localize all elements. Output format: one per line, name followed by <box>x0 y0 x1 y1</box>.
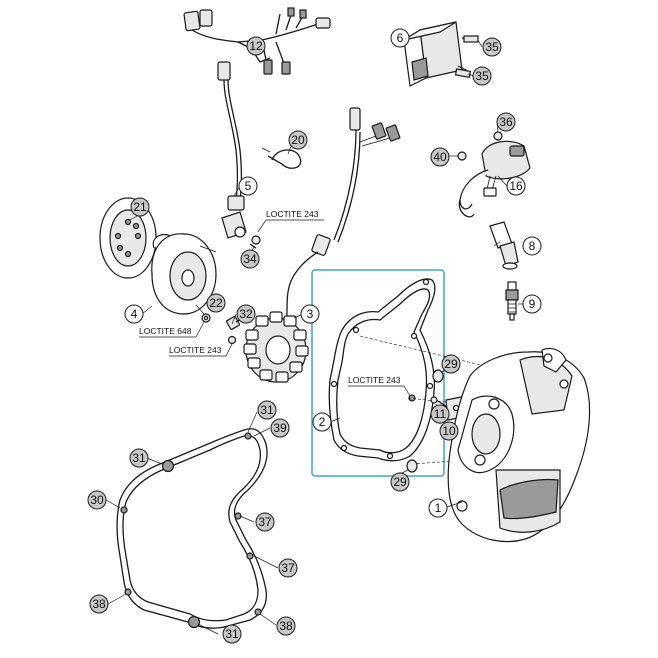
callout-31-top: 31 <box>257 400 277 420</box>
callout-21: 21 <box>130 197 150 217</box>
callout-37-upper: 37 <box>255 512 275 532</box>
callout-32: 32 <box>236 304 256 324</box>
callout-4: 4 <box>124 304 144 324</box>
flywheel-part <box>99 197 217 315</box>
svg-text:36: 36 <box>499 115 513 129</box>
callouts: 1 2 3 4 5 6 8 9 10 11 12 16 20 21 22 <box>87 28 542 644</box>
svg-text:34: 34 <box>243 252 257 266</box>
svg-text:10: 10 <box>442 424 456 438</box>
svg-text:22: 22 <box>209 296 223 310</box>
nut-22-part <box>201 313 211 323</box>
callout-6: 6 <box>390 28 410 48</box>
svg-text:30: 30 <box>90 493 104 507</box>
leader-lines <box>105 39 524 635</box>
cable-tie-part <box>261 147 302 169</box>
callout-1: 1 <box>428 498 448 518</box>
callout-35-upper: 35 <box>482 37 502 57</box>
svg-text:39: 39 <box>273 421 287 435</box>
svg-text:1: 1 <box>435 501 442 515</box>
loctite-note: LOCTITE 243 <box>169 345 222 355</box>
svg-text:11: 11 <box>434 407 447 421</box>
svg-text:12: 12 <box>249 39 263 53</box>
svg-text:40: 40 <box>433 150 447 164</box>
pickup-sensor-part <box>217 61 247 239</box>
svg-text:2: 2 <box>319 415 326 429</box>
callout-16: 16 <box>506 176 526 196</box>
svg-text:29: 29 <box>393 475 407 489</box>
svg-text:3: 3 <box>307 307 314 321</box>
ignition-cover-part <box>447 347 591 543</box>
svg-text:31: 31 <box>225 627 239 641</box>
svg-text:16: 16 <box>509 179 523 193</box>
highlight-frame <box>311 269 445 477</box>
callout-34: 34 <box>240 249 260 269</box>
spark-plug-part <box>505 281 519 321</box>
dowel-pin-part <box>406 459 418 473</box>
callout-22: 22 <box>206 293 226 313</box>
svg-text:38: 38 <box>92 597 106 611</box>
callout-38-right: 38 <box>276 616 296 636</box>
stator-harness-part <box>285 107 401 327</box>
svg-text:21: 21 <box>133 200 147 214</box>
svg-text:5: 5 <box>245 179 252 193</box>
svg-text:37: 37 <box>281 561 295 575</box>
loctite-note: LOCTITE 243 <box>348 375 401 385</box>
loctite-note: LOCTITE 243 <box>266 209 319 219</box>
inner-gasket-part <box>328 278 436 462</box>
svg-text:37: 37 <box>258 515 272 529</box>
callout-30: 30 <box>87 490 107 510</box>
callout-38-left: 38 <box>89 594 109 614</box>
svg-text:35: 35 <box>485 40 499 54</box>
callout-8: 8 <box>522 236 542 256</box>
callout-5: 5 <box>238 176 258 196</box>
svg-text:31: 31 <box>132 451 146 465</box>
callout-11: 11 <box>430 404 450 424</box>
svg-text:38: 38 <box>279 619 293 633</box>
callout-2: 2 <box>312 412 332 432</box>
callout-40: 40 <box>430 147 450 167</box>
bolt-34-part <box>249 235 261 249</box>
stator-part <box>243 311 309 383</box>
callout-37-lower: 37 <box>278 558 298 578</box>
svg-text:6: 6 <box>397 31 404 45</box>
dowel-pin-part <box>432 369 444 383</box>
callout-20: 20 <box>288 130 308 150</box>
callout-9: 9 <box>522 294 542 314</box>
svg-text:20: 20 <box>291 133 305 147</box>
svg-text:29: 29 <box>444 357 458 371</box>
callout-3: 3 <box>300 304 320 324</box>
svg-text:9: 9 <box>529 297 536 311</box>
ignition-coil-part <box>457 131 531 218</box>
callout-39: 39 <box>270 418 290 438</box>
callout-31-bottom: 31 <box>222 624 242 644</box>
bolt-32-part <box>225 313 251 345</box>
svg-text:8: 8 <box>529 239 536 253</box>
callout-35-lower: 35 <box>472 66 492 86</box>
callout-29-upper: 29 <box>441 354 461 374</box>
callout-12: 12 <box>246 36 266 56</box>
svg-text:32: 32 <box>239 307 253 321</box>
callout-31-left: 31 <box>129 448 149 468</box>
svg-text:4: 4 <box>131 307 138 321</box>
svg-text:31: 31 <box>260 403 274 417</box>
callout-36: 36 <box>496 112 516 132</box>
spark-plug-cap-part <box>489 221 519 270</box>
note-labels: LOCTITE 243 LOCTITE 648 LOCTITE 243 LOCT… <box>139 209 411 397</box>
loctite-note: LOCTITE 648 <box>139 326 192 336</box>
callout-10: 10 <box>439 421 459 441</box>
callout-29-lower: 29 <box>390 472 410 492</box>
cdi-box-part <box>403 21 479 87</box>
svg-text:35: 35 <box>475 69 489 83</box>
